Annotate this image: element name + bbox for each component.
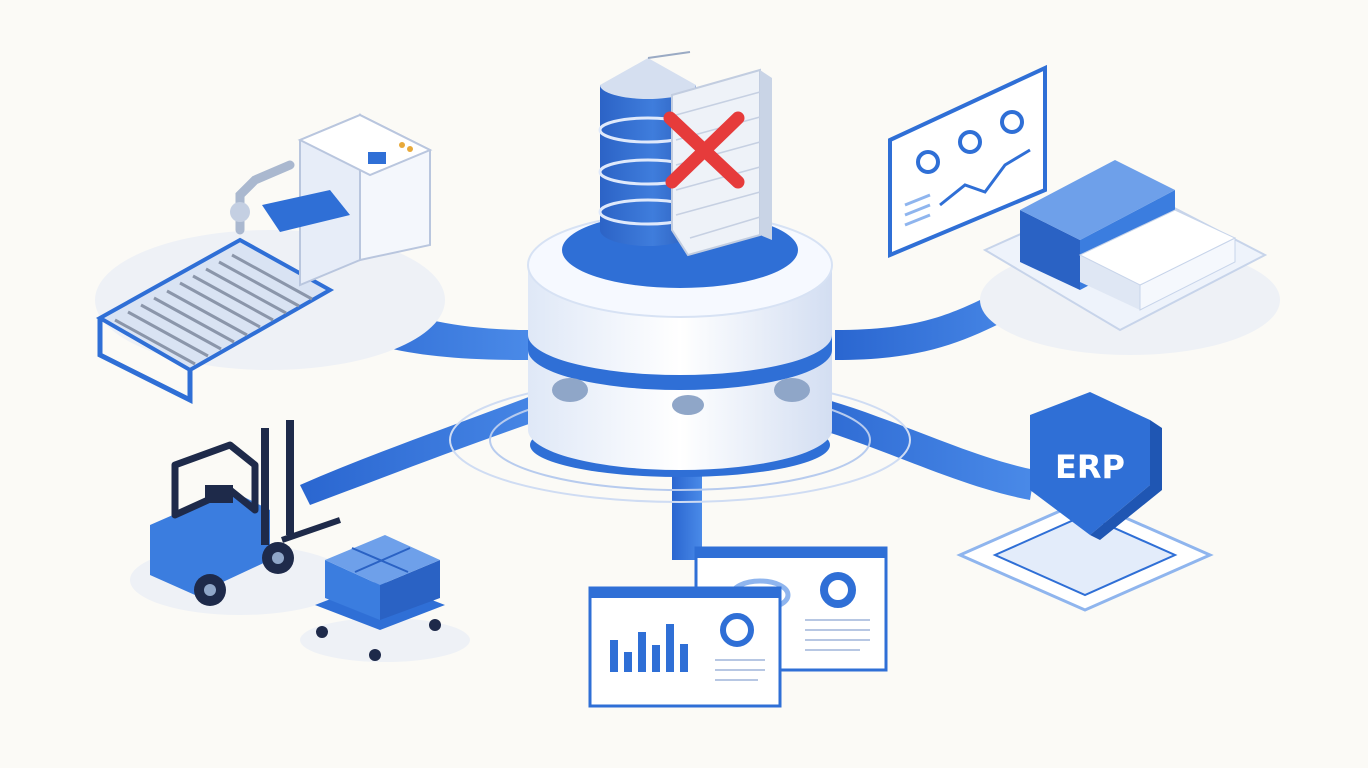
conveyor-legs xyxy=(97,318,193,405)
gauge-3 xyxy=(1000,110,1024,134)
erp-label: ERP xyxy=(1055,448,1125,486)
report-window-icon xyxy=(588,546,888,708)
erp-badge-icon: ERP xyxy=(956,392,1214,612)
back-donut xyxy=(820,572,856,608)
gauge-1 xyxy=(916,150,940,174)
hub-body xyxy=(528,265,832,470)
back-text-lines xyxy=(805,619,870,651)
shipping-container-icon xyxy=(980,160,1280,355)
front-donut xyxy=(720,613,754,647)
forklift-mast xyxy=(261,420,294,545)
central-hub xyxy=(449,212,911,503)
firewall-side xyxy=(760,70,772,240)
crate-top xyxy=(1078,209,1237,286)
forklift-seat xyxy=(205,485,233,503)
conveyor-frame xyxy=(95,237,335,373)
hub-port-bottom xyxy=(672,395,704,415)
report-window-back-titlebar xyxy=(696,548,886,558)
forklift-cab xyxy=(171,441,259,519)
processing-hood xyxy=(262,190,350,232)
front-text-lines xyxy=(715,659,765,681)
pipe-forklift xyxy=(300,385,570,505)
report-bar-chart xyxy=(610,624,688,672)
cart-wheel xyxy=(429,619,441,631)
boxes-side xyxy=(380,560,440,620)
monitor-bars xyxy=(904,193,931,227)
hub-port-right xyxy=(774,378,810,402)
monitor-line-chart xyxy=(939,148,1031,207)
machine-top xyxy=(297,113,433,177)
erp-shield-highlight xyxy=(1090,420,1162,540)
cart-wheel xyxy=(316,626,328,638)
cart-wheel xyxy=(369,649,381,661)
crate-front xyxy=(1080,255,1140,310)
gauge-2 xyxy=(958,130,982,154)
dashboard-monitor-icon xyxy=(888,64,1047,259)
silo-roof xyxy=(600,58,696,99)
conveyor-rollers xyxy=(114,253,313,366)
boxes-front xyxy=(325,560,380,620)
hub-stripe xyxy=(528,335,832,390)
silo-rail xyxy=(647,51,691,59)
robot-joint xyxy=(230,202,250,222)
forklift-icon xyxy=(130,420,350,615)
hub-port-left xyxy=(552,378,588,402)
cart-shadow xyxy=(300,618,470,662)
machine-light-1 xyxy=(399,142,405,148)
firewall-bricks xyxy=(675,91,761,239)
erp-shield xyxy=(1030,392,1150,535)
container-front xyxy=(1020,210,1080,290)
container-top xyxy=(1020,160,1175,240)
pallet-cart-icon xyxy=(300,535,470,662)
machine-screen xyxy=(368,152,386,164)
report-window-front-titlebar xyxy=(590,588,780,598)
machine-light-2 xyxy=(407,146,413,152)
blocked-x-icon xyxy=(663,111,745,189)
erp-base-inner xyxy=(992,513,1178,597)
production-line-icon xyxy=(95,113,445,405)
forklift-forks xyxy=(281,517,341,543)
